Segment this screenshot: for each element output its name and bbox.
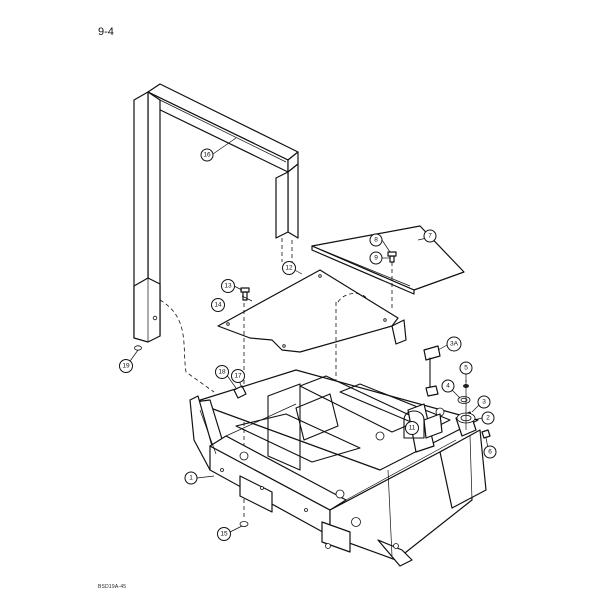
hardware-bolts — [134, 251, 491, 527]
floor-plate-flange — [391, 319, 407, 345]
callout-17: 17 — [231, 369, 245, 383]
rops-right-post — [287, 163, 299, 239]
callout-label-9: 9 — [374, 255, 378, 262]
figure-code: BSD19A-45 — [98, 584, 127, 590]
page-number: 9-4 — [98, 26, 114, 38]
callout-7: 7 — [423, 229, 437, 243]
callout-13: 13 — [221, 279, 235, 293]
callout-label-14: 14 — [214, 302, 222, 309]
callout-label-12: 12 — [285, 265, 293, 272]
callout-4: 4 — [441, 379, 455, 393]
callout-label-18: 18 — [218, 369, 226, 376]
knob-3a — [423, 345, 441, 397]
callout-8: 8 — [369, 233, 383, 247]
callout-label-13: 13 — [224, 283, 232, 290]
cover-plate-edge — [311, 245, 415, 295]
callout-2: 2 — [481, 411, 495, 425]
callout-19: 19 — [119, 359, 133, 373]
callout-label-1: 1 — [189, 475, 193, 482]
callout-label-5: 5 — [464, 365, 468, 372]
callout-9: 9 — [369, 251, 383, 265]
callout-16: 16 — [200, 148, 214, 162]
callout-label-7: 7 — [428, 233, 432, 240]
callout-label-6: 6 — [488, 449, 492, 456]
rops-top-bar-top — [147, 83, 299, 161]
main-frame — [189, 369, 487, 567]
callout-3a: 3A — [446, 336, 462, 352]
callout-14: 14 — [211, 298, 225, 312]
callout-label-19: 19 — [122, 363, 130, 370]
callout-18: 18 — [215, 365, 229, 379]
rops-right-post-side — [275, 171, 289, 239]
floor-plate-top — [217, 269, 399, 353]
callout-label-15: 15 — [220, 531, 228, 538]
callout-label-17: 17 — [234, 373, 242, 380]
callout-label-3a: 3A — [450, 341, 459, 348]
rops-top-bar-front — [147, 91, 289, 173]
callout-1: 1 — [184, 471, 198, 485]
seal-assembly — [456, 380, 476, 430]
callout-label-8: 8 — [374, 237, 378, 244]
callout-label-3: 3 — [482, 399, 486, 406]
callout-5: 5 — [459, 361, 473, 375]
frame-rear-box — [439, 429, 487, 509]
callout-label-11: 11 — [409, 425, 416, 432]
rops-frame — [133, 83, 299, 343]
floor-plate — [217, 269, 407, 353]
callout-11: 11 — [405, 421, 419, 435]
callout-12: 12 — [282, 261, 296, 275]
callout-3: 3 — [477, 395, 491, 409]
callout-6: 6 — [483, 445, 497, 459]
rops-left-post-foot — [133, 277, 161, 343]
callout-label-2: 2 — [486, 415, 490, 422]
callout-15: 15 — [217, 527, 231, 541]
callout-label-4: 4 — [446, 383, 450, 390]
callout-label-16: 16 — [203, 152, 211, 159]
